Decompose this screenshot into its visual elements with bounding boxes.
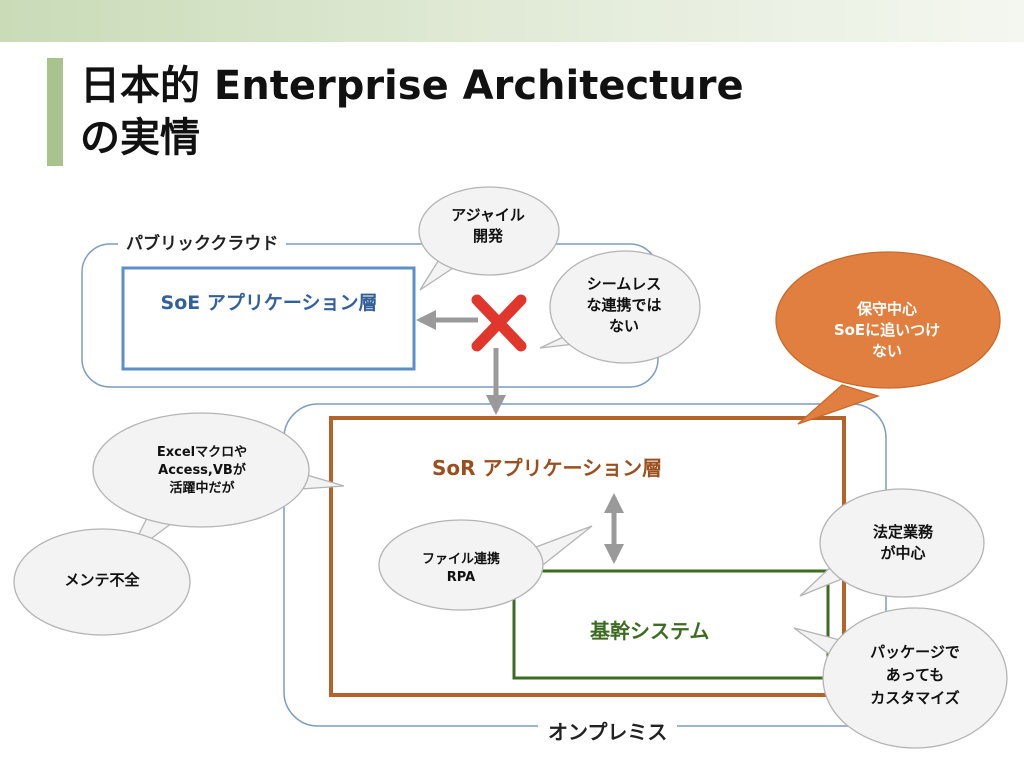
hotei-line-2: が中心 — [880, 544, 926, 562]
hotei-bubble-text: 法定業務 が中心 — [828, 522, 978, 564]
on-premise-label: オンプレミス — [538, 716, 678, 745]
package-bubble — [793, 607, 1008, 749]
header-band — [0, 0, 1024, 42]
agile-bubble-text: アジャイル 開発 — [418, 205, 558, 247]
seamless-bubble — [539, 250, 701, 364]
seamless-line-2: な連携では — [586, 296, 662, 314]
mente-line-1: メンテ不全 — [64, 571, 140, 589]
file-bubble-text: ファイル連携 RPA — [392, 551, 530, 587]
hoshu-line-1: 保守中心 — [856, 300, 917, 318]
file-bubble — [378, 519, 593, 611]
agile-bubble — [418, 186, 560, 291]
excel-line-2: Access,VBが — [158, 463, 246, 478]
agile-line-2: 開発 — [472, 227, 503, 245]
page-title-line-1: 日本的 Enterprise Architecture — [80, 63, 744, 109]
soe-layer-box — [121, 266, 416, 371]
hoshu-callout-text: 保守中心 SoEに追いつけ ない — [782, 299, 992, 362]
title-accent-bar — [47, 58, 63, 166]
public-cloud-label: パブリッククラウド — [118, 229, 287, 254]
soe-layer-label: SoE アプリケーション層 — [160, 292, 378, 314]
cross-icon — [471, 294, 527, 352]
excel-line-1: Excelマクロや — [156, 445, 248, 460]
file-line-2: RPA — [446, 570, 476, 585]
file-line-1: ファイル連携 — [421, 552, 500, 567]
hoshu-line-2: SoEに追いつけ — [833, 321, 941, 339]
sor-layer-label: SoR アプリケーション層 — [432, 456, 663, 480]
package-line-1: パッケージで — [870, 643, 960, 661]
hotei-line-1: 法定業務 — [872, 523, 933, 541]
hotei-bubble — [799, 488, 985, 598]
mente-bubble — [13, 528, 191, 636]
page-title: 日本的 Enterprise Architecture の実情 — [80, 60, 744, 164]
seamless-bubble-text: シームレス な連携では ない — [564, 274, 684, 337]
package-line-2: あっても — [885, 666, 945, 684]
agile-line-1: アジャイル — [451, 206, 525, 224]
seamless-line-1: シームレス — [586, 275, 662, 293]
package-line-3: カスタマイズ — [870, 689, 960, 707]
package-bubble-text: パッケージで あっても カスタマイズ — [830, 641, 1000, 710]
excel-line-3: 活躍中だが — [169, 481, 235, 496]
page-title-line-2: の実情 — [80, 115, 200, 161]
excel-bubble-text: Excelマクロや Access,VBが 活躍中だが — [112, 444, 292, 498]
seamless-line-3: ない — [608, 317, 639, 335]
mente-bubble-text: メンテ不全 — [22, 570, 182, 591]
hoshu-callout — [775, 251, 1001, 425]
kikan-system-label: 基幹システム — [590, 619, 710, 643]
hoshu-line-3: ない — [871, 342, 902, 360]
kikan-system-box — [512, 569, 830, 680]
